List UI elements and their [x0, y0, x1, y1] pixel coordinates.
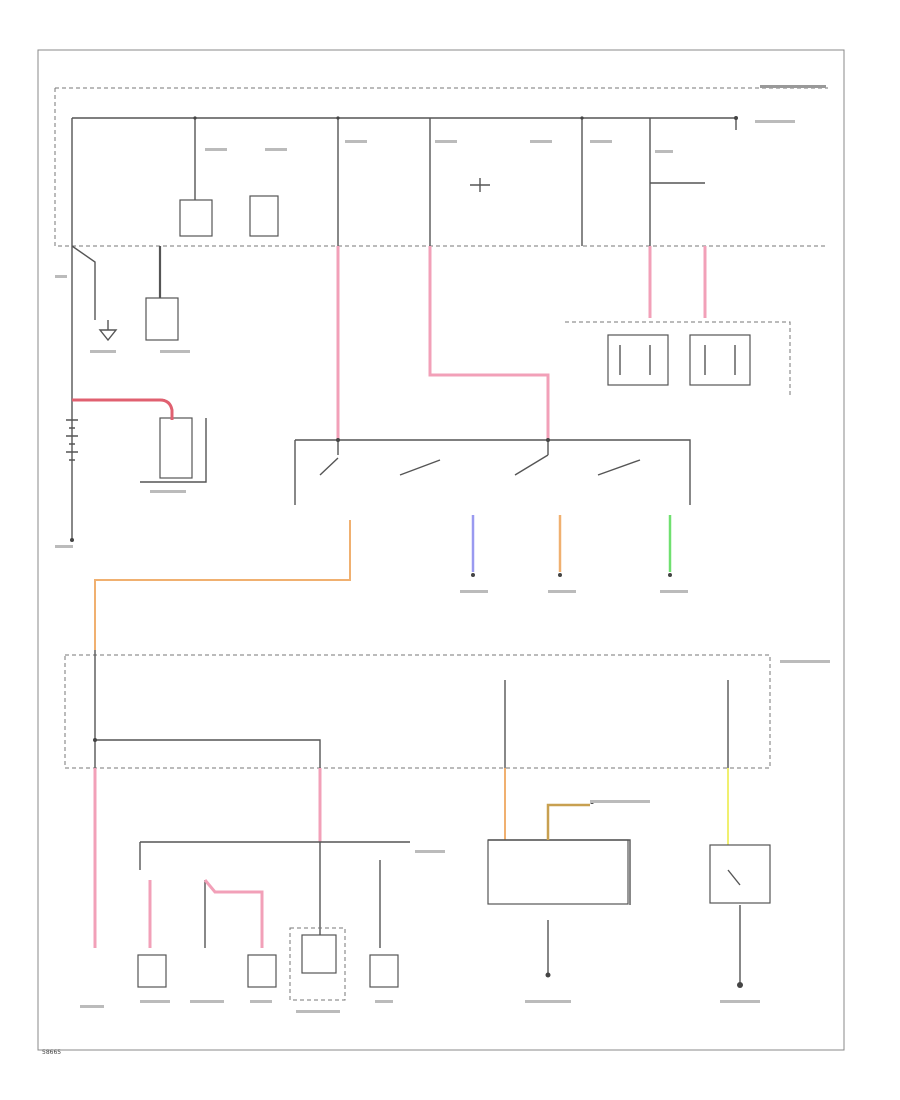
wire-orange-main: [94, 520, 351, 650]
ignition-switch: [294, 438, 691, 505]
diagram-frame: [37, 49, 845, 1051]
load-box-3: [301, 934, 337, 974]
battery-cable-red: [72, 398, 174, 420]
footer-id: 58665: [42, 1049, 61, 1056]
control-unit: [487, 800, 631, 978]
relay-left: [607, 334, 669, 386]
relay-box-1: [179, 199, 213, 237]
annotation-labels: [55, 85, 830, 1013]
pcm-unit: [487, 839, 629, 905]
lower-loads: [137, 841, 410, 1001]
relay-right: [689, 334, 751, 386]
load-box-4: [369, 954, 399, 988]
wire-pink-2: [428, 246, 550, 440]
load-box-2: [247, 954, 277, 988]
brake-switch: [709, 844, 771, 988]
load-box-1: [137, 954, 167, 988]
battery-circuit: [66, 245, 207, 542]
underhood-fuse-box: [54, 87, 828, 247]
generator: [145, 297, 179, 341]
starter-solenoid: [159, 417, 193, 479]
passenger-fuse-box: [64, 650, 771, 769]
relay-module: [565, 321, 791, 395]
relay-box-2: [249, 195, 279, 237]
